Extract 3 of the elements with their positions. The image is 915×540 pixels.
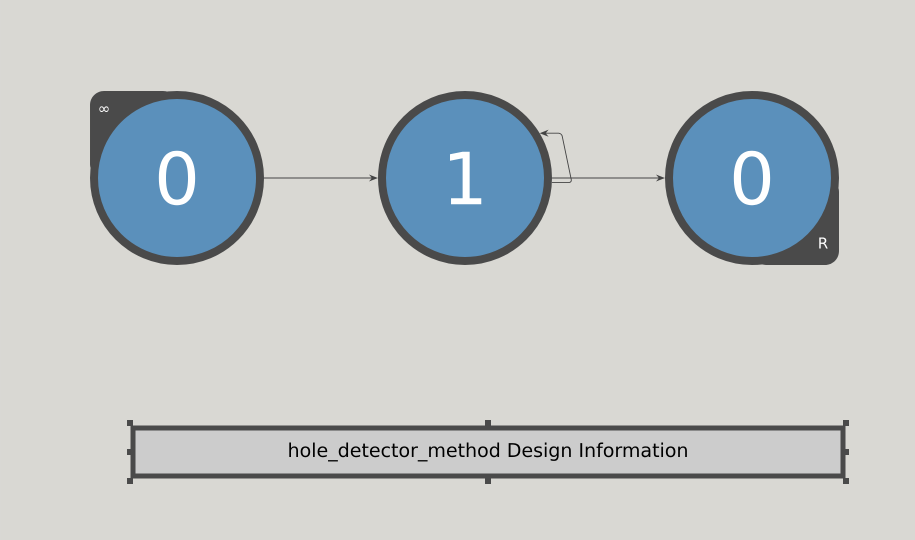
corner-label: R	[819, 238, 828, 248]
corner-label: ∞	[99, 106, 109, 112]
title-bar: hole_detector_method Design Information	[130, 426, 846, 478]
